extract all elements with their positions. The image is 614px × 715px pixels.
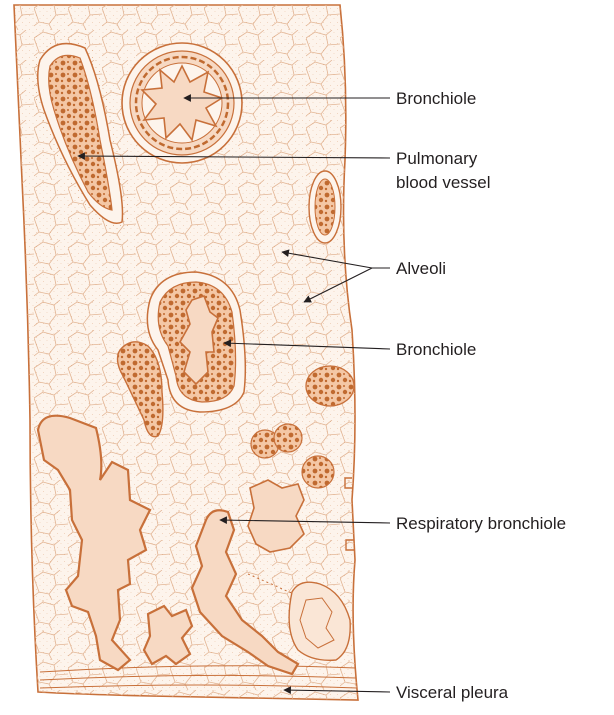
label-bronchiole-mid: Bronchiole: [396, 340, 476, 359]
label-alveoli: Alveoli: [396, 259, 446, 278]
bronchiole-top: [122, 43, 242, 163]
label-pulmonary-line1: Pulmonary: [396, 149, 478, 168]
label-visceral-pleura: Visceral pleura: [396, 683, 509, 702]
small-vessel-right: [309, 171, 341, 243]
label-bronchiole-top: Bronchiole: [396, 89, 476, 108]
labels: Bronchiole Pulmonary blood vessel Alveol…: [396, 89, 566, 702]
label-respiratory-bronchiole: Respiratory bronchiole: [396, 514, 566, 533]
label-pulmonary-line2: blood vessel: [396, 173, 491, 192]
